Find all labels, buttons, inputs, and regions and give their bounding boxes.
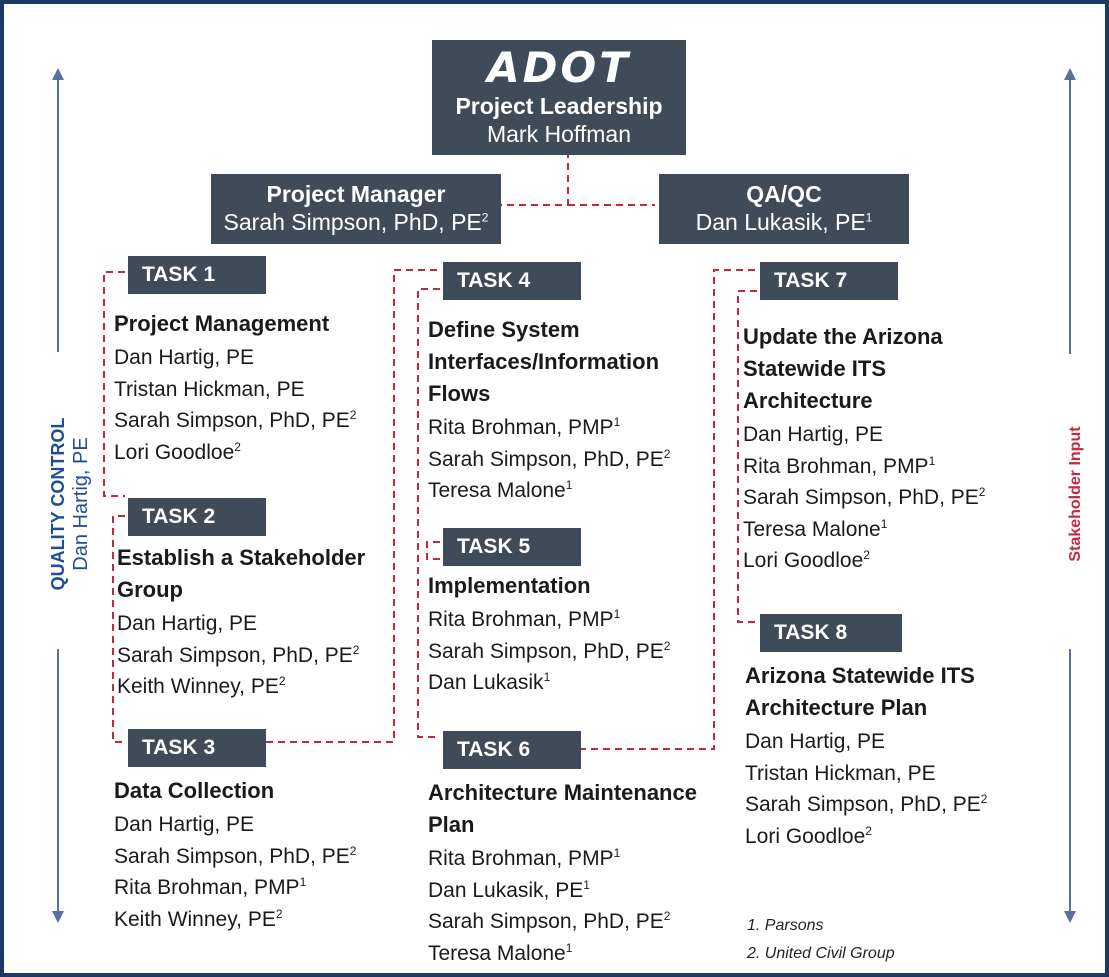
task-2-tab: TASK 2 <box>128 498 266 536</box>
task-2-person: Sarah Simpson, PhD, PE2 <box>117 642 360 667</box>
task-5-person: Dan Lukasik1 <box>428 670 551 694</box>
task-8-people: Dan Hartig, PE Tristan Hickman, PE Sarah… <box>745 726 1015 852</box>
qa-qc-title: QA/QC <box>746 181 822 207</box>
stakeholder-input-label: Stakeholder Input <box>1061 394 1091 594</box>
task-6-tab: TASK 6 <box>443 731 581 769</box>
task7-connector <box>737 290 757 623</box>
task-7-person: Rita Brohman, PMP1 <box>743 453 936 478</box>
task-2-person: Dan Hartig, PE <box>117 612 258 635</box>
task-1-person: Lori Goodloe2 <box>114 439 241 464</box>
task-4-people: Rita Brohman, PMP1 Sarah Simpson, PhD, P… <box>428 412 698 507</box>
qa-qc-sup: 1 <box>865 210 873 225</box>
task-3-person: Rita Brohman, PMP1 <box>114 875 307 899</box>
qa-qc-name-line: Dan Lukasik, PE1 <box>659 208 909 236</box>
task3-connector <box>266 269 440 743</box>
task-1-block: Project Management Dan Hartig, PE Trista… <box>114 308 384 468</box>
footnote-2: 2. United Civil Group <box>747 945 895 962</box>
task-3-tab: TASK 3 <box>128 729 266 767</box>
task-7-person: Teresa Malone1 <box>743 516 888 541</box>
quality-control-label: QUALITY CONTROL Dan Hartig, PE <box>42 354 98 654</box>
task-7-block: Update the Arizona Statewide ITS Archite… <box>743 321 1008 577</box>
task-1-person: Sarah Simpson, PhD, PE2 <box>114 408 357 432</box>
task-6-person: Rita Brohman, PMP1 <box>428 846 621 870</box>
task-2-block: Establish a Stakeholder Group Dan Hartig… <box>117 542 387 703</box>
task-8-person: Sarah Simpson, PhD, PE2 <box>745 792 988 816</box>
task4-connector <box>417 288 440 738</box>
task-3-person: Dan Hartig, PE <box>114 813 255 836</box>
task-4-person: Teresa Malone1 <box>428 478 573 502</box>
project-manager-box: Project Manager Sarah Simpson, PhD, PE2 <box>211 174 501 244</box>
task-8-person: Lori Goodloe2 <box>745 823 872 848</box>
leadership-title: Project Leadership <box>455 93 663 119</box>
task-8-person: Dan Hartig, PE <box>745 730 886 753</box>
task-1-person: Tristan Hickman, PE <box>114 377 305 401</box>
task-5-title: Implementation <box>428 573 591 598</box>
project-manager-title: Project Manager <box>266 181 446 207</box>
task1-connector <box>103 271 125 497</box>
project-leadership-box: ADOT Project Leadership Mark Hoffman <box>432 40 686 155</box>
task-5-person: Sarah Simpson, PhD, PE2 <box>428 638 671 663</box>
task-2-title: Establish a Stakeholder Group <box>117 545 366 602</box>
connector-layer <box>52 68 1076 923</box>
quality-control-title: QUALITY CONTROL <box>48 417 68 591</box>
task-8-tab: TASK 8 <box>760 614 902 652</box>
task-3-title: Data Collection <box>114 778 275 803</box>
task-7-tab: TASK 7 <box>760 262 898 300</box>
task-4-title: Define System Interfaces/Information Flo… <box>428 317 660 406</box>
task-5-block: Implementation Rita Brohman, PMP1 Sarah … <box>428 570 698 699</box>
leadership-connector <box>497 151 569 206</box>
task-7-title: Update the Arizona Statewide ITS Archite… <box>743 324 943 413</box>
task-7-person: Sarah Simpson, PhD, PE2 <box>743 485 986 509</box>
task-5-person: Rita Brohman, PMP1 <box>428 607 621 631</box>
task-1-title: Project Management <box>114 311 330 336</box>
task-3-person: Sarah Simpson, PhD, PE2 <box>114 843 357 868</box>
task-1-person: Dan Hartig, PE <box>114 346 255 369</box>
task-3-block: Data Collection Dan Hartig, PE Sarah Sim… <box>114 775 384 935</box>
task-4-tab: TASK 4 <box>443 262 581 300</box>
leadership-name: Mark Hoffman <box>486 121 631 147</box>
task-5-tab: TASK 5 <box>443 528 581 566</box>
footnotes: 1. Parsons 2. United Civil Group <box>747 912 895 968</box>
stakeholder-input-text: Stakeholder Input <box>1067 426 1084 562</box>
task-2-person: Keith Winney, PE2 <box>117 674 286 698</box>
task-1-people: Dan Hartig, PE Tristan Hickman, PE Sarah… <box>114 342 384 468</box>
task-8-person: Tristan Hickman, PE <box>745 761 936 785</box>
task-5-people: Rita Brohman, PMP1 Sarah Simpson, PhD, P… <box>428 604 698 699</box>
task-6-title: Architecture Maintenance Plan <box>428 780 697 837</box>
task-4-person: Sarah Simpson, PhD, PE2 <box>428 446 671 471</box>
task-7-person: Dan Hartig, PE <box>743 423 884 446</box>
project-manager-sup: 2 <box>481 210 489 225</box>
task-6-block: Architecture Maintenance Plan Rita Brohm… <box>428 777 698 969</box>
project-manager-name-line: Sarah Simpson, PhD, PE2 <box>211 208 501 236</box>
task2-connector <box>112 515 125 743</box>
task-1-tab: TASK 1 <box>128 256 266 294</box>
task-6-person: Teresa Malone1 <box>428 940 573 965</box>
qa-qc-box: QA/QC Dan Lukasik, PE1 <box>659 174 909 244</box>
task-4-person: Rita Brohman, PMP1 <box>428 415 621 439</box>
task-7-people: Dan Hartig, PE Rita Brohman, PMP1 Sarah … <box>743 419 1008 577</box>
qa-qc-name: Dan Lukasik, PE <box>695 209 866 235</box>
quality-control-name: Dan Hartig, PE <box>70 437 92 571</box>
task6-connector <box>579 269 757 750</box>
task-4-block: Define System Interfaces/Information Flo… <box>428 314 698 507</box>
task-6-person: Sarah Simpson, PhD, PE2 <box>428 909 671 933</box>
task-8-block: Arizona Statewide ITS Architecture Plan … <box>745 660 1015 852</box>
adot-logo: ADOT <box>487 43 631 92</box>
task-8-title: Arizona Statewide ITS Architecture Plan <box>745 663 975 720</box>
task-3-people: Dan Hartig, PE Sarah Simpson, PhD, PE2 R… <box>114 809 384 935</box>
task5-connector <box>426 541 440 560</box>
task-6-people: Rita Brohman, PMP1 Dan Lukasik, PE1 Sara… <box>428 843 698 969</box>
task-7-person: Lori Goodloe2 <box>743 548 870 572</box>
project-manager-name: Sarah Simpson, PhD, PE <box>223 209 482 235</box>
task-3-person: Keith Winney, PE2 <box>114 906 283 931</box>
task-2-people: Dan Hartig, PE Sarah Simpson, PhD, PE2 K… <box>117 608 387 703</box>
task-6-person: Dan Lukasik, PE1 <box>428 877 590 902</box>
footnote-1: 1. Parsons <box>747 917 824 934</box>
